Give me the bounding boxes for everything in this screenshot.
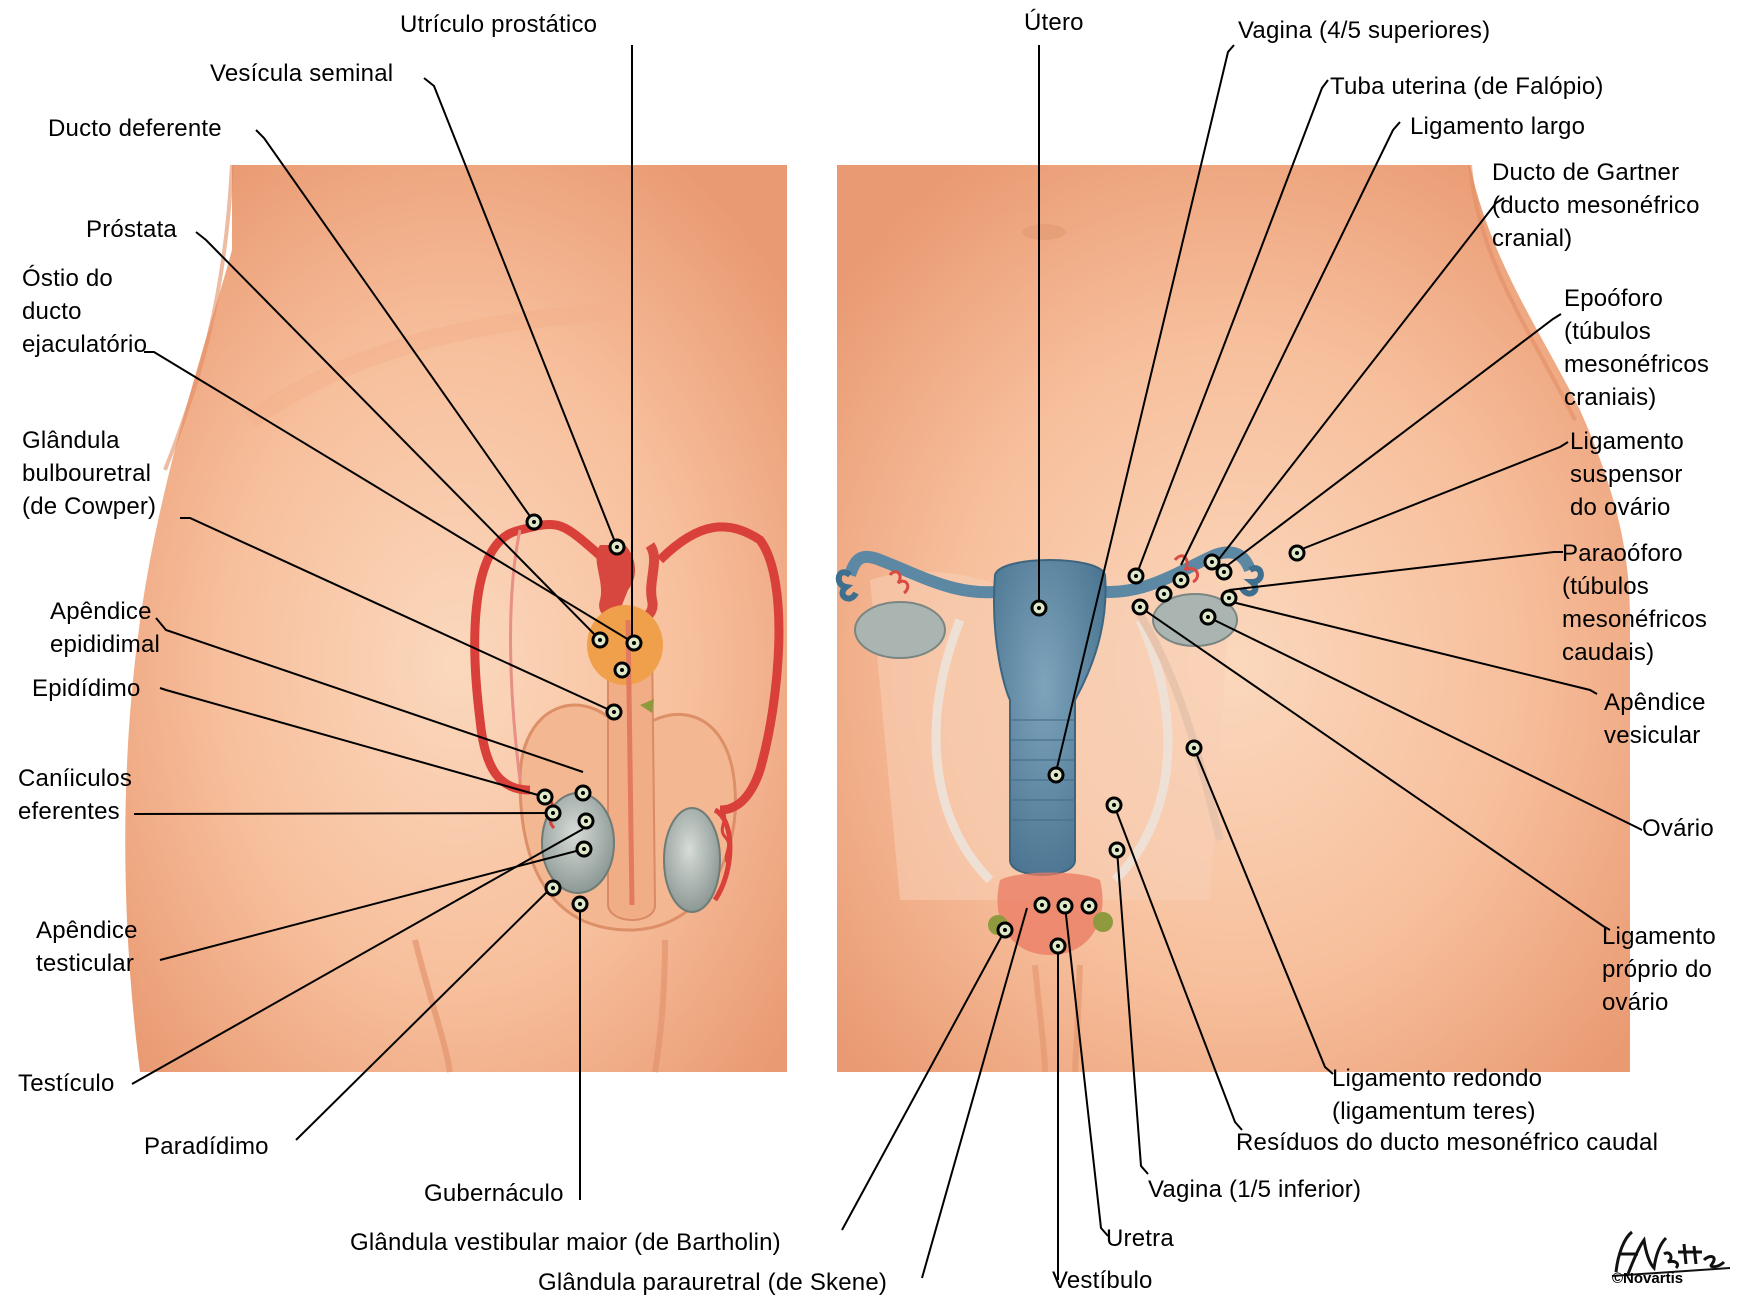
label-ligamento-redondo: Ligamento redondo (ligamentum teres) (1332, 1062, 1542, 1128)
label-vagina-superiores: Vagina (4/5 superiores) (1238, 14, 1490, 47)
label-gubernaculo: Gubernáculo (424, 1177, 564, 1210)
label-apendice-testicular: Apêndice testicular (36, 914, 138, 980)
label-tuba-uterina: Tuba uterina (de Falópio) (1330, 70, 1604, 103)
label-ducto-gartner: Ducto de Gartner (ducto mesonéfrico cran… (1492, 156, 1700, 255)
label-apendice-epididimal: Apêndice epididimal (50, 595, 160, 661)
label-ligamento-suspensor: Ligamento suspensor do ovário (1570, 425, 1684, 524)
label-ligamento-largo: Ligamento largo (1410, 110, 1585, 143)
label-ducto-deferente: Ducto deferente (48, 112, 222, 145)
label-ostio-ducto-ejaculatorio: Óstio do ducto ejaculatório (22, 262, 147, 361)
label-epooforo: Epoóforo (túbulos mesonéfricos craniais) (1564, 282, 1709, 414)
label-ovario: Ovário (1642, 812, 1714, 845)
label-paraooforo: Paraoóforo (túbulos mesonéfricos caudais… (1562, 537, 1707, 669)
label-glandula-skene: Glândula parauretral (de Skene) (538, 1266, 887, 1299)
label-epididimo: Epidídimo (32, 672, 141, 705)
label-prostata: Próstata (86, 213, 177, 246)
label-paradidimo: Paradídimo (144, 1130, 269, 1163)
label-glandula-bartholin: Glândula vestibular maior (de Bartholin) (350, 1226, 781, 1259)
copyright-text: ©Novartis (1612, 1270, 1683, 1287)
label-vesicula-seminal: Vesícula seminal (210, 57, 393, 90)
label-utero: Útero (1024, 6, 1084, 39)
label-ligamento-proprio: Ligamento próprio do ovário (1602, 920, 1716, 1019)
label-glandula-bulbouretral: Glândula bulbouretral (de Cowper) (22, 424, 156, 523)
label-apendice-vesicular: Apêndice vesicular (1604, 686, 1706, 752)
label-uretra: Uretra (1106, 1222, 1174, 1255)
label-testiculo: Testículo (18, 1067, 115, 1100)
label-caniculos-eferentes: Caníiculos eferentes (18, 762, 132, 828)
label-vagina-inferior: Vagina (1/5 inferior) (1148, 1173, 1361, 1206)
label-utriculo-prostatico: Utrículo prostático (400, 8, 597, 41)
label-vestibulo: Vestíbulo (1052, 1264, 1153, 1297)
label-residuos-ducto: Resíduos do ducto mesonéfrico caudal (1236, 1126, 1658, 1159)
